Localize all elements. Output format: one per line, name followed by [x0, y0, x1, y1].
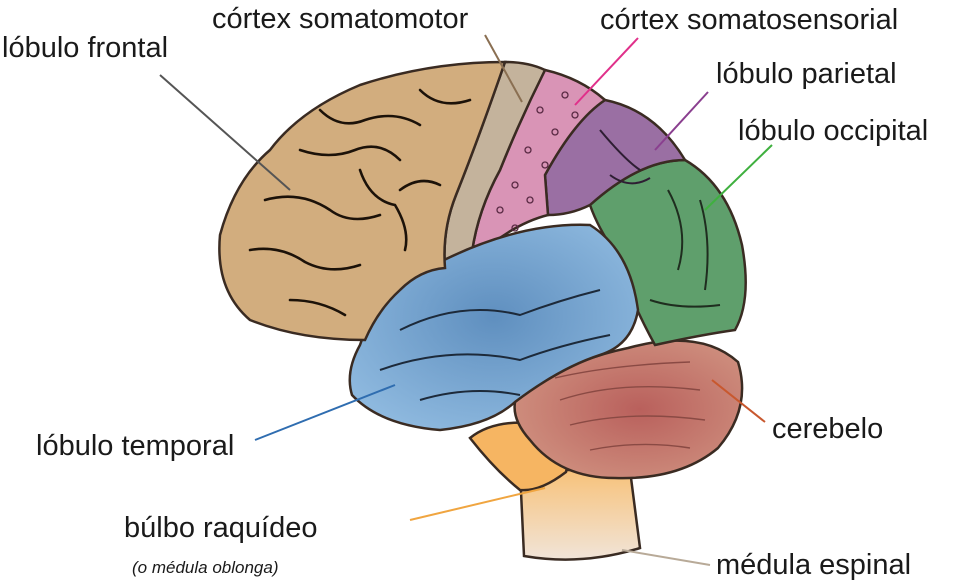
label-parietal: lóbulo parietal: [716, 58, 897, 90]
leader-medula: [621, 549, 711, 566]
leader-occipital: [704, 144, 773, 211]
leader-bulbo: [409, 487, 546, 521]
spinal-cord-region: [518, 468, 642, 561]
label-somatomotor: córtex somatomotor: [212, 3, 469, 35]
leader-frontal: [159, 74, 291, 191]
label-frontal: lóbulo frontal: [2, 32, 169, 64]
label-temporal: lóbulo temporal: [36, 430, 235, 462]
label-somatosensorial: córtex somatosensorial: [600, 4, 899, 36]
frontal-lobe-region: [218, 60, 507, 342]
label-medula: médula espinal: [716, 549, 912, 581]
leader-cerebelo: [711, 379, 766, 423]
leader-temporal: [254, 384, 396, 441]
temporal-lobe-region: [348, 223, 640, 432]
leader-somatosensorial: [574, 37, 639, 106]
label-bulbo: búlbo raquídeo: [124, 512, 318, 544]
label-occipital: lóbulo occipital: [738, 115, 929, 147]
leader-somatomotor: [484, 34, 523, 103]
label-cerebelo: cerebelo: [772, 413, 884, 445]
leader-parietal: [654, 91, 709, 151]
label-bulbo-note: (o médula oblonga): [132, 558, 279, 577]
